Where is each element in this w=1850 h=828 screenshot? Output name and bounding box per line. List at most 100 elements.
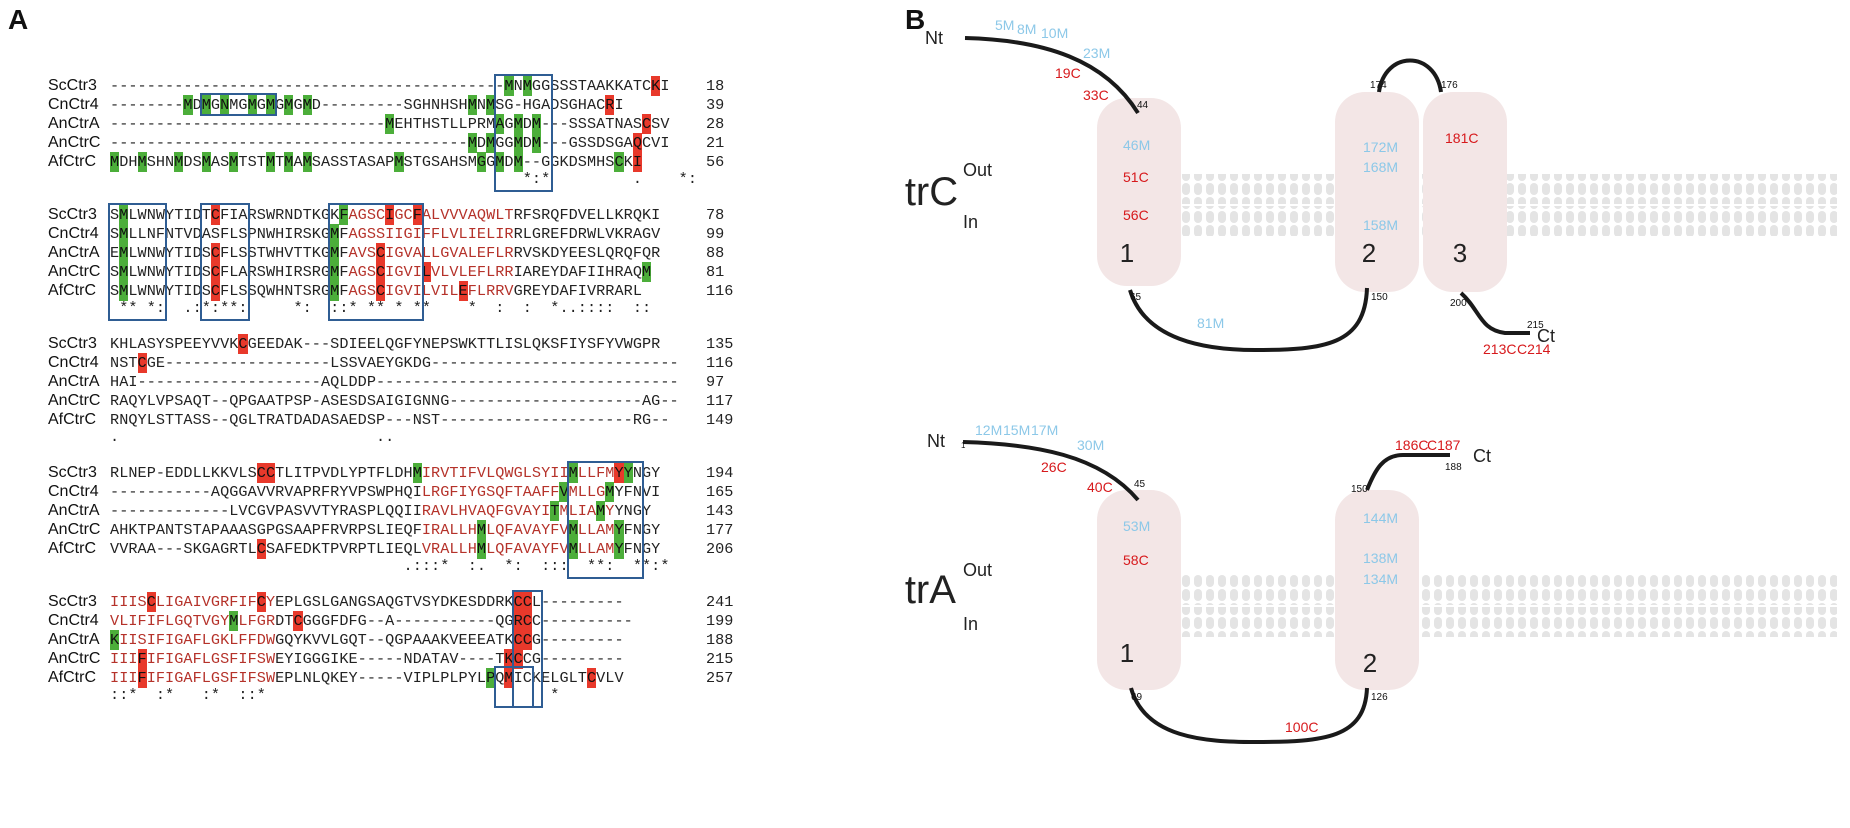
residue-count: 18	[706, 77, 725, 95]
residue: F	[192, 631, 202, 649]
residue: C	[586, 668, 597, 688]
ctrc-cys-33: 33C	[1083, 87, 1109, 103]
residue: A	[302, 521, 312, 539]
residue: G	[641, 521, 652, 539]
motif-box	[108, 203, 168, 321]
residue: -	[394, 411, 404, 429]
residue: -	[366, 134, 376, 152]
residue: C	[376, 206, 386, 224]
residue: R	[348, 521, 358, 539]
residue: S	[467, 593, 477, 611]
residue: S	[247, 521, 257, 539]
residue: S	[110, 282, 120, 300]
residue: -	[348, 77, 358, 95]
residue: I	[119, 650, 129, 668]
residue: S	[330, 411, 340, 429]
residue: -	[110, 77, 120, 95]
residue: T	[275, 392, 285, 410]
residue: E	[357, 335, 367, 353]
sequence-name: AnCtrC	[48, 134, 101, 151]
residue: S	[238, 225, 248, 243]
residue: I	[651, 483, 661, 501]
ctrc-pos-44: 44	[1137, 100, 1149, 111]
residue: -	[385, 650, 395, 668]
residue: K	[403, 354, 413, 372]
residue: -	[238, 77, 248, 95]
consensus-symbol: :	[596, 299, 606, 317]
residue: -	[632, 354, 642, 372]
consensus-symbol	[119, 169, 128, 189]
consensus-symbol	[211, 556, 220, 576]
consensus-symbol	[303, 556, 312, 576]
residue: P	[284, 593, 294, 611]
residue: -	[596, 354, 606, 372]
residue: -	[376, 115, 386, 133]
residue: S	[247, 282, 257, 300]
residue: C	[375, 243, 386, 263]
residue: -	[119, 134, 129, 152]
residue: Y	[577, 335, 587, 353]
ctrc-loop-1-2	[1128, 287, 1369, 353]
residue: K	[110, 335, 120, 353]
residue: A	[440, 650, 450, 668]
residue-count: 199	[706, 612, 734, 630]
residue: G	[541, 77, 551, 95]
residue: A	[412, 631, 422, 649]
sequence-name: AfCtrC	[48, 411, 96, 428]
residue: N	[513, 77, 523, 95]
residue: A	[412, 244, 422, 262]
residue: M	[247, 95, 257, 115]
residue: G	[293, 96, 303, 114]
consensus-symbol	[651, 169, 660, 189]
residue: C	[256, 592, 266, 612]
residue: M	[201, 95, 211, 115]
residue: -	[284, 354, 294, 372]
residue: S	[247, 244, 257, 262]
residue: -	[183, 373, 193, 391]
residue: K	[504, 649, 514, 669]
residue: K	[330, 669, 340, 687]
residue: F	[155, 225, 165, 243]
consensus-symbol	[110, 169, 119, 189]
residue: A	[486, 631, 496, 649]
residue: R	[486, 282, 496, 300]
residue: M	[119, 262, 129, 282]
residue: -	[293, 354, 303, 372]
residue: N	[614, 115, 624, 133]
residue: -	[440, 354, 450, 372]
residue-count: 194	[706, 464, 734, 482]
residue: -	[495, 411, 505, 429]
consensus-symbol	[422, 169, 431, 189]
residue: -	[311, 77, 321, 95]
residue: S	[110, 263, 120, 281]
residue-count: 117	[706, 392, 734, 410]
residue: -	[155, 502, 165, 520]
residue: -	[440, 77, 450, 95]
consensus-symbol	[330, 427, 339, 447]
residue: -	[449, 612, 459, 630]
residue: R	[110, 392, 120, 410]
residue: W	[458, 335, 468, 353]
residue: A	[238, 206, 248, 224]
residue: -	[541, 631, 551, 649]
residue: -	[614, 612, 624, 630]
sequence-row: SMLLNFNTVDASFLSPNWHIRSKGMFAGSSIIGIFFLVLI…	[110, 224, 660, 244]
residue: I	[568, 335, 578, 353]
residue: S	[651, 115, 661, 133]
residue: S	[366, 225, 376, 243]
residue: L	[247, 540, 257, 558]
residue: Y	[412, 335, 422, 353]
residue: -	[293, 134, 303, 152]
sequence-name: AnCtrA	[48, 244, 100, 261]
residue: H	[522, 96, 532, 114]
residue: L	[431, 206, 441, 224]
residue: F	[568, 282, 578, 300]
sequence-row: VLIFIFLGQTVGYMLFGRDTCGGGFDFG--A---------…	[110, 611, 633, 631]
residue: F	[339, 263, 349, 281]
residue: Q	[605, 244, 615, 262]
residue: A	[146, 540, 156, 558]
residue: -	[486, 77, 496, 95]
residue: -	[421, 77, 431, 95]
residue: -	[476, 392, 487, 410]
residue: -	[165, 540, 175, 558]
